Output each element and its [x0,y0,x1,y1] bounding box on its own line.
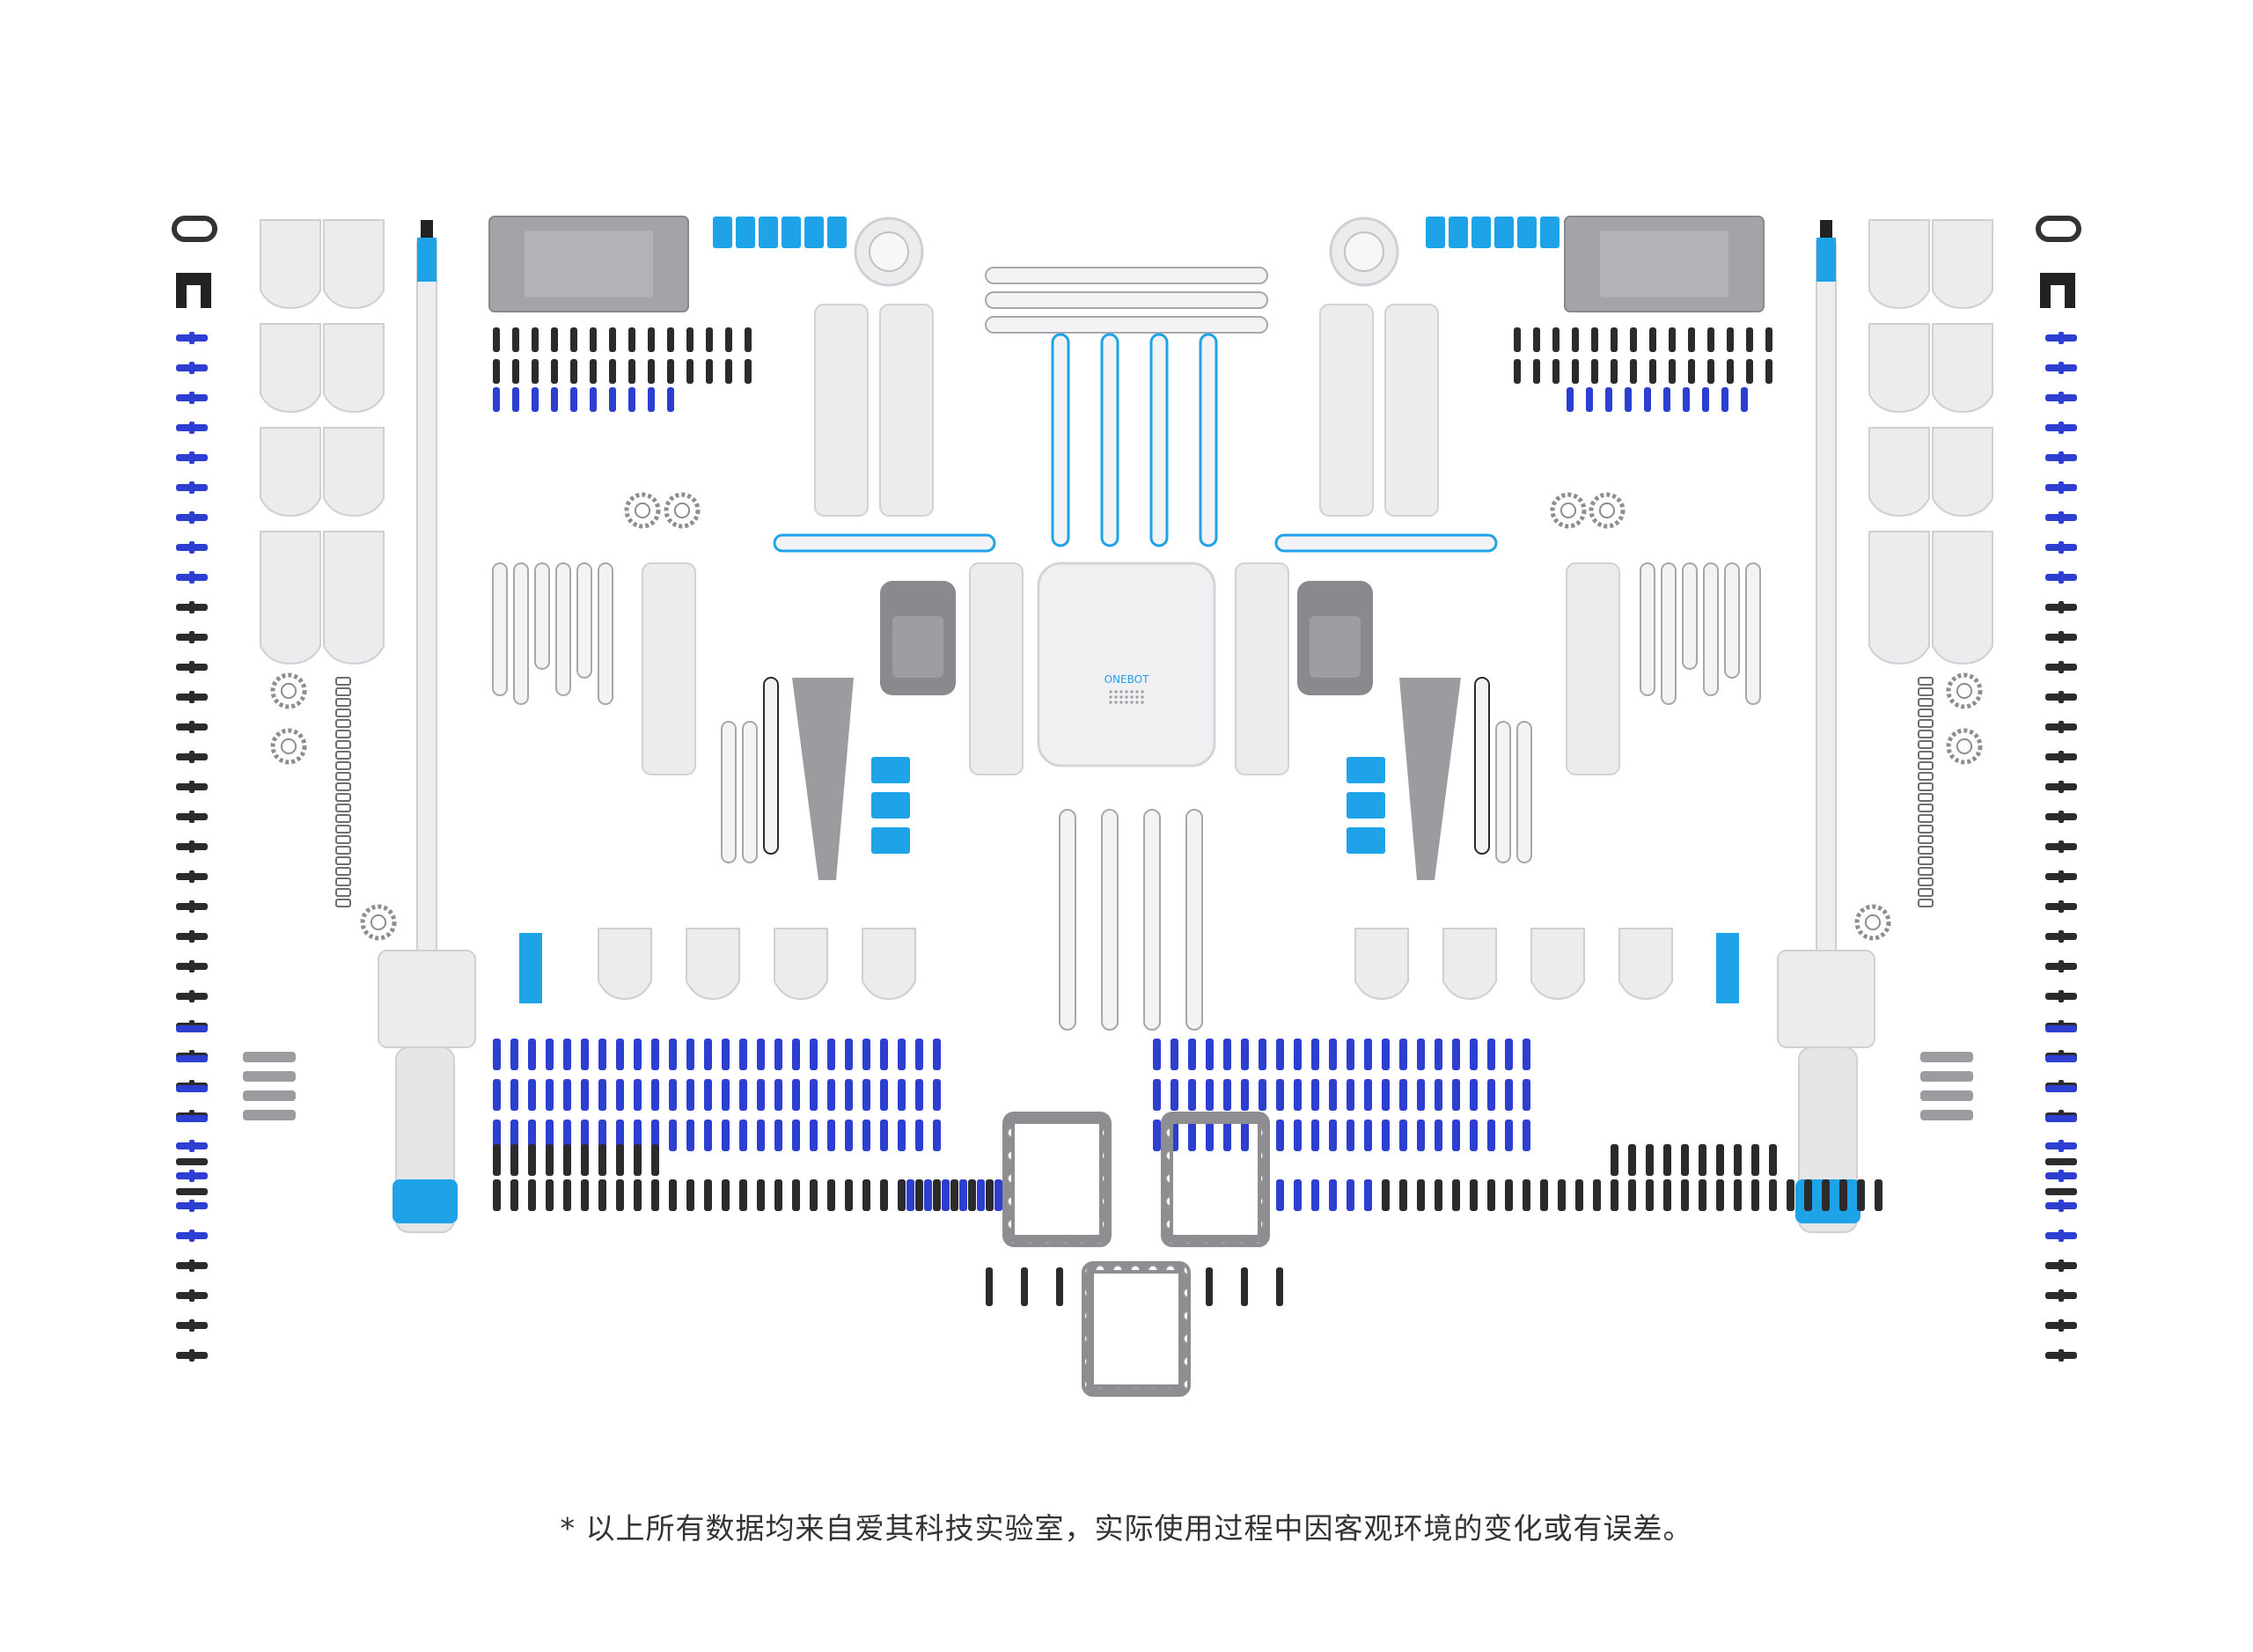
structural-tubes [642,304,1620,775]
left-cable-module [378,220,476,1233]
dark-pin-grids-top [493,327,1772,412]
blue-pin-field [176,1025,2077,1211]
battery-box-left [488,216,689,312]
controller-brand-label: ONEBOT [1104,673,1149,686]
main-controller: ONEBOT [1037,562,1216,767]
top-connector-left [172,216,217,308]
right-edge-pin-column [2045,332,2077,1362]
wheel-right [1329,217,1399,287]
cyan-connector-rows [713,217,1559,248]
motor-left [880,581,956,695]
center-beam-stack [773,267,1498,1031]
left-edge-pin-column [176,332,208,1362]
beam-columns [492,562,1761,1003]
square-frames [986,1112,1283,1397]
top-connector-right [2036,216,2081,308]
right-fairing-panels [1868,219,1993,665]
left-fairing-panels [260,219,385,665]
gears-and-chains [270,492,1983,941]
battery-box-right [1564,216,1765,312]
wheel-left [854,217,924,287]
disclaimer-caption: * 以上所有数据均来自爱其科技实验室，实际使用过程中因客观环境的变化或有误差。 [560,1511,1693,1546]
motor-right [1297,581,1373,695]
right-cable-module [1777,220,1875,1233]
